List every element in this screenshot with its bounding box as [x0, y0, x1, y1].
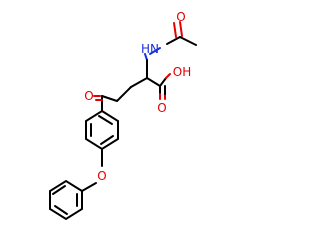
bond-n-alpha	[144, 53, 148, 61]
bond-carboxyl-oh	[159, 77, 167, 87]
bond-ether-phenyl	[81, 182, 97, 192]
phenoxy-group	[49, 179, 97, 221]
atom-label-amide-n: HN	[141, 42, 159, 56]
ring-2-inner-2	[52, 185, 66, 195]
bond-amide-n	[149, 47, 161, 55]
atom-label-amide-o: O	[176, 10, 185, 24]
atom-label-ether-o: O	[97, 169, 106, 183]
ring-1-inner-1	[98, 115, 113, 125]
bond-alpha-ch2	[130, 77, 148, 88]
ring-2-outline	[49, 179, 83, 221]
atom-label-ketone-o: O	[84, 89, 93, 103]
bond-acetyl-c-double-o-1	[179, 21, 183, 37]
atom-label-acid-oh: OH	[173, 65, 191, 79]
ketone-group	[93, 95, 103, 112]
ring-2-inner-3	[54, 205, 68, 215]
bond-acetyl-ch3	[179, 36, 197, 46]
bond-acetyl-co	[166, 36, 181, 45]
bond-carboxyl-oh-o	[165, 73, 171, 79]
chemical-structure: HN O OH O O O	[49, 10, 197, 221]
amino-acid-backbone	[101, 53, 171, 102]
bond-alpha-carboxyl	[146, 77, 161, 87]
bond-ch2-ketone	[101, 95, 118, 102]
atom-label-acid-o: O	[157, 101, 166, 115]
phenyl-ring-1	[85, 109, 119, 167]
ring-1-inner-2	[100, 135, 114, 145]
acetyl-group	[149, 21, 197, 55]
bond-acetyl-c-double-o-2	[173, 22, 177, 38]
bond-ch2-ch2	[116, 86, 132, 102]
